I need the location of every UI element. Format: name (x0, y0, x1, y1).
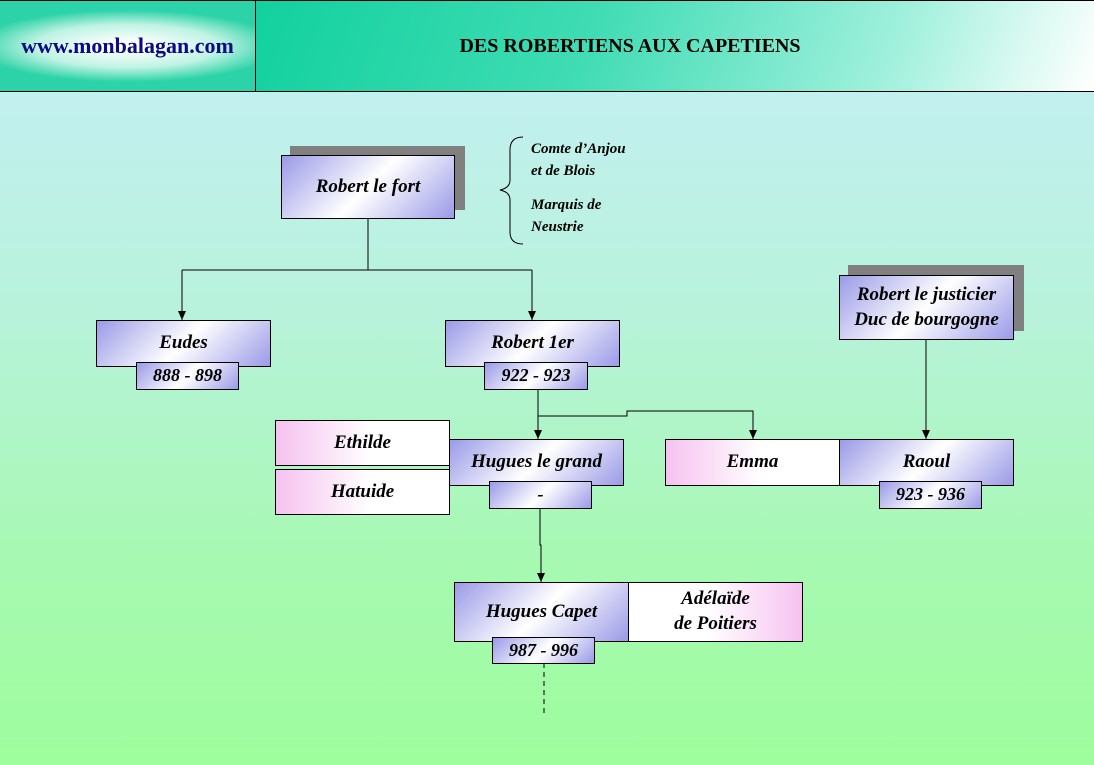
node-ethilde: Ethilde (275, 420, 450, 466)
node-adelaide-de-poitiers: Adélaïde de Poitiers (628, 582, 803, 642)
title-line: Neustrie (531, 219, 584, 235)
node-hugues-capet: Hugues Capet (454, 582, 629, 642)
reign-dates: 987 - 996 (492, 637, 595, 664)
node-line: Robert le justicier (856, 283, 997, 305)
node-hugues-le-grand: Hugues le grand (449, 439, 624, 486)
title-line: Marquis de (531, 197, 602, 213)
site-link[interactable]: www.monbalagan.com (0, 1, 256, 91)
node-eudes: Eudes (96, 320, 271, 367)
reign-dates: 923 - 936 (879, 481, 982, 509)
reign-dates: 922 - 923 (484, 362, 588, 390)
node-line: Duc de bourgogne (854, 308, 999, 330)
node-emma: Emma (665, 439, 840, 486)
node-hatuide: Hatuide (275, 469, 450, 515)
header: www.monbalagan.com DES ROBERTIENS AUX CA… (0, 0, 1094, 92)
node-robert-le-justicier: Robert le justicier Duc de bourgogne (839, 275, 1014, 340)
page-title: DES ROBERTIENS AUX CAPETIENS (256, 1, 1094, 91)
title-line: Comte d’Anjou (531, 141, 626, 157)
reign-dates: 888 - 898 (136, 362, 239, 390)
node-robert-le-fort: Robert le fort (281, 155, 455, 219)
node-raoul: Raoul (839, 439, 1014, 486)
titles-note: Comte d’Anjou et de Blois Marquis de Neu… (531, 138, 626, 238)
node-line: de Poitiers (674, 613, 757, 634)
reign-dates: - (489, 481, 592, 509)
title-line: et de Blois (531, 163, 596, 179)
node-line: Adélaïde (681, 588, 750, 610)
node-robert-1er: Robert 1er (445, 320, 620, 367)
